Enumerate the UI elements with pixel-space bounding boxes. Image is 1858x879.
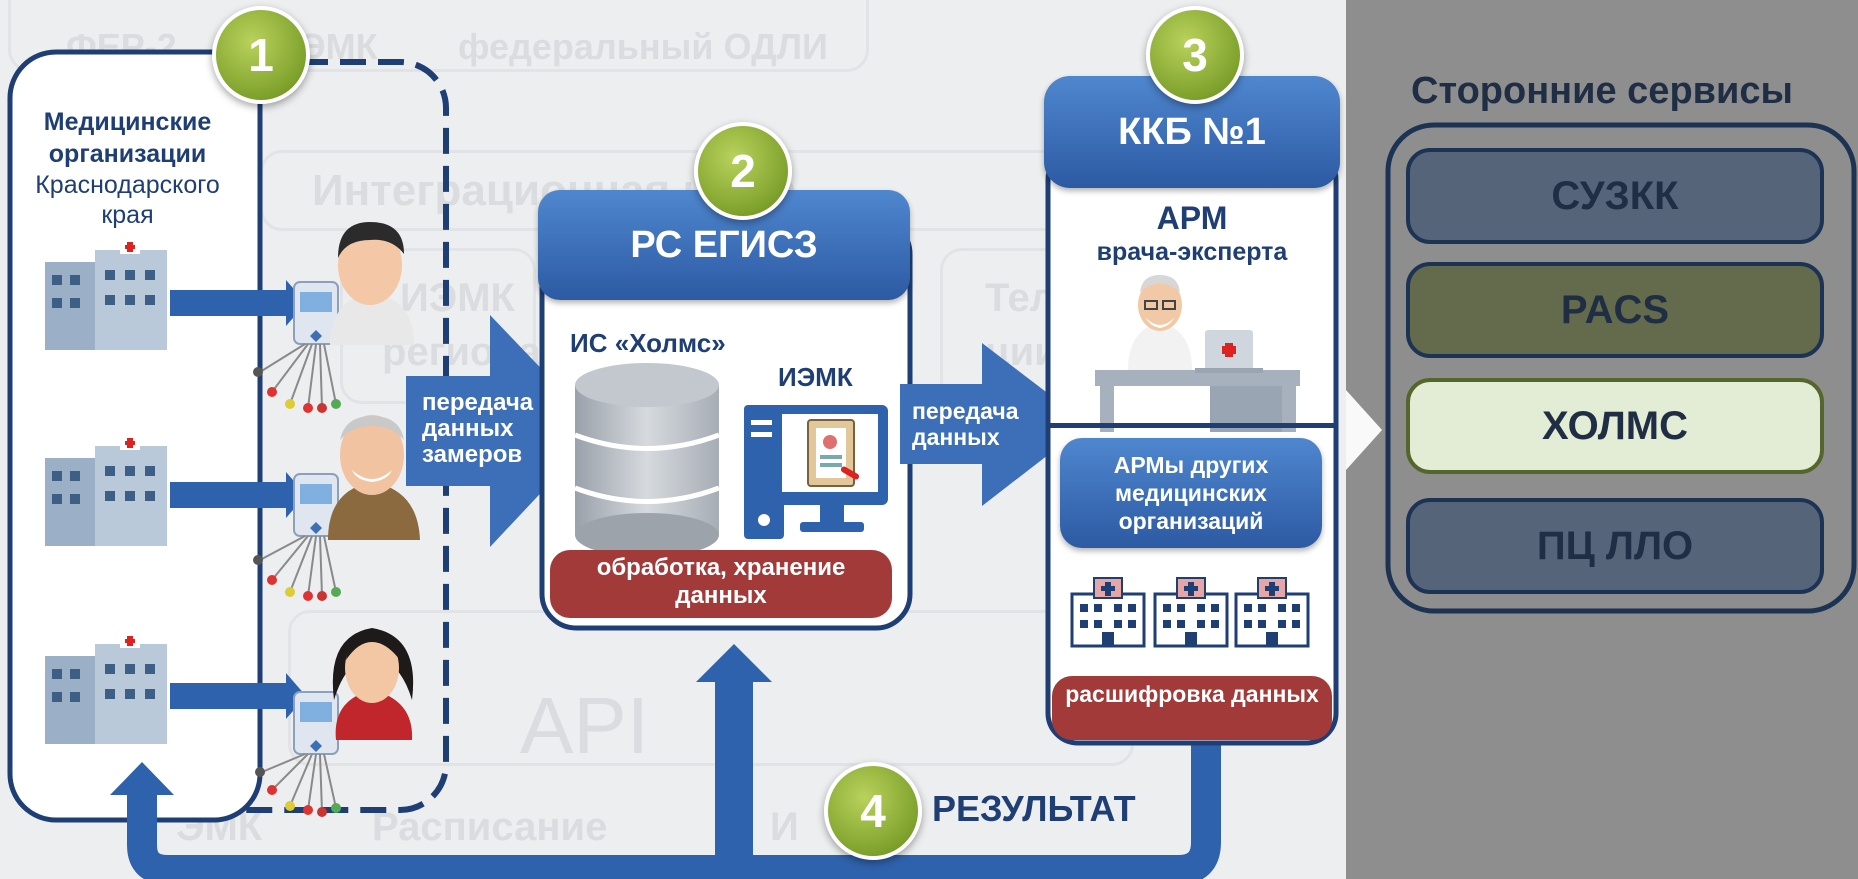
result-label: РЕЗУЛЬТАТ	[932, 788, 1136, 829]
hospital-row-1	[45, 240, 306, 350]
diagram-area: ФЕР-2 ЭМК федеральный ОДЛИ Интеграционна…	[7, 0, 1340, 879]
buildings-icon-2	[1153, 577, 1229, 648]
step-badge-2: 2	[694, 122, 792, 220]
bg-text-api: API	[520, 681, 649, 770]
service-pacs[interactable]: PACS	[1406, 262, 1824, 358]
result-return-arrow	[127, 738, 1221, 879]
holter-device-3	[255, 691, 341, 817]
holter-device-1	[253, 281, 341, 413]
up-arrow-head	[696, 644, 772, 682]
result-arrowhead	[110, 762, 174, 795]
medical-orgs-title: Медицинские организации	[43, 108, 212, 168]
transfer-label-2: передача данных	[912, 398, 1019, 450]
processing-storage-label: обработка, хранение данных	[550, 550, 892, 618]
transfer-label-1: передача данных замеров	[422, 389, 534, 468]
arm-subtitle: врача-эксперта	[1096, 238, 1288, 266]
buildings-icon-1	[1070, 577, 1146, 648]
computer-icon	[744, 405, 888, 539]
bg-text-i: И	[770, 805, 799, 849]
services-title: Сторонние сервисы	[1411, 70, 1793, 112]
transfer-arrow-1	[406, 315, 600, 547]
decoding-label: расшифровка данных	[1052, 676, 1332, 740]
service-holms[interactable]: ХОЛМС	[1406, 378, 1824, 474]
patient-young-man	[330, 222, 414, 345]
kkb-divider	[1050, 423, 1334, 428]
bg-text-odli: федеральный ОДЛИ	[458, 26, 828, 67]
doctor-illustration	[1095, 275, 1300, 432]
bg-federal-box	[8, 0, 869, 72]
arm-title: АРМ	[1156, 200, 1228, 236]
bg-text-schedule: Расписание	[372, 805, 608, 849]
step-badge-4: 4	[824, 762, 922, 860]
diagram-graphics	[7, 49, 1339, 879]
hospital-row-3	[45, 634, 306, 744]
iemk-label: ИЭМК	[778, 362, 853, 392]
hospital-row-2	[45, 436, 306, 546]
service-suzkk[interactable]: СУЗКК	[1406, 148, 1824, 244]
service-pc-llo[interactable]: ПЦ ЛЛО	[1406, 498, 1824, 594]
other-arms-label: АРМы других медицинских организаций	[1060, 438, 1322, 548]
patient-old-man	[328, 415, 420, 540]
patient-woman	[332, 628, 414, 740]
holms-label: ИС «Холмс»	[570, 328, 726, 358]
bg-text-iemk: ИЭМК	[400, 276, 515, 320]
database-icon	[574, 363, 720, 557]
up-arrow-shaft	[715, 670, 753, 870]
transfer-arrow-2	[900, 343, 1088, 506]
step-badge-3: 3	[1146, 6, 1244, 104]
buildings-icon-3	[1234, 577, 1310, 648]
step-badge-1: 1	[212, 6, 310, 104]
medical-orgs-region: Краснодарского края	[35, 171, 220, 229]
bg-text-tel: Тел	[985, 276, 1056, 320]
